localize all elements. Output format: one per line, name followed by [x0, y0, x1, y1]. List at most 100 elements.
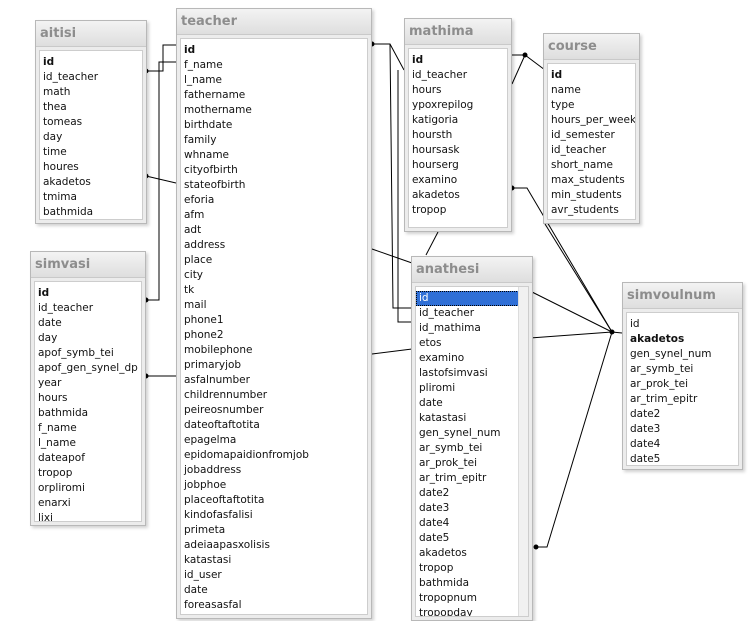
field-year[interactable]: year — [38, 377, 62, 389]
field-date[interactable]: date — [184, 584, 208, 596]
field-jobaddress[interactable]: jobaddress — [184, 464, 242, 476]
field-l_name[interactable]: l_name — [38, 437, 76, 449]
field-akadetos[interactable]: akadetos — [419, 547, 467, 559]
field-katigoria[interactable]: katigoria — [412, 114, 459, 126]
field-city[interactable]: city — [184, 269, 204, 281]
field-address[interactable]: address — [184, 239, 226, 251]
field-houres[interactable]: houres — [43, 161, 79, 173]
field-apof_symb_tei[interactable]: apof_symb_tei — [38, 347, 114, 359]
field-date5[interactable]: date5 — [630, 453, 661, 465]
table-title[interactable]: mathima — [405, 19, 511, 45]
field-bathmida[interactable]: bathmida — [43, 206, 94, 218]
field-apof_gen_synel_dp[interactable]: apof_gen_synel_dp — [38, 362, 138, 374]
field-lastofsimvasi[interactable]: lastofsimvasi — [419, 367, 488, 379]
field-id_teacher[interactable]: id_teacher — [38, 302, 94, 314]
field-date[interactable]: date — [38, 317, 62, 329]
field-jobphoe[interactable]: jobphoe — [184, 479, 227, 491]
field-ar_trim_epitr[interactable]: ar_trim_epitr — [419, 472, 487, 484]
field-max_students[interactable]: max_students — [551, 174, 625, 186]
field-examino[interactable]: examino — [412, 174, 458, 186]
field-id_teacher[interactable]: id_teacher — [419, 307, 475, 319]
vertical-scrollbar[interactable] — [518, 287, 528, 616]
field-asfalnumber[interactable]: asfalnumber — [184, 374, 250, 386]
table-title[interactable]: course — [544, 34, 639, 60]
field-adt[interactable]: adt — [184, 224, 202, 236]
field-akadetos[interactable]: akadetos — [43, 176, 91, 188]
field-time[interactable]: time — [43, 146, 67, 158]
field-date4[interactable]: date4 — [630, 438, 661, 450]
field-hours[interactable]: hours — [38, 392, 68, 404]
field-primeta[interactable]: primeta — [184, 524, 226, 536]
table-title[interactable]: aitisi — [36, 21, 146, 47]
field-peireosnumber[interactable]: peireosnumber — [184, 404, 264, 416]
field-katastasi[interactable]: katastasi — [419, 412, 467, 424]
field-eforia[interactable]: eforia — [184, 194, 215, 206]
field-enarxi[interactable]: enarxi — [38, 497, 71, 509]
field-mail[interactable]: mail — [184, 299, 207, 311]
field-katastasi[interactable]: katastasi — [184, 554, 232, 566]
field-afm[interactable]: afm — [184, 209, 205, 221]
field-tomeas[interactable]: tomeas — [43, 116, 83, 128]
field-akadetos[interactable]: akadetos — [630, 333, 685, 345]
field-whname[interactable]: whname — [184, 149, 230, 161]
field-hourserg[interactable]: hourserg — [412, 159, 459, 171]
field-avr_students[interactable]: avr_students — [551, 204, 619, 216]
field-lixi[interactable]: lixi — [38, 512, 53, 522]
field-stateofbirth[interactable]: stateofbirth — [184, 179, 246, 191]
field-placeoftaftotita[interactable]: placeoftaftotita — [184, 494, 265, 506]
field-short_name[interactable]: short_name — [551, 159, 614, 171]
field-adeiaapasxolisis[interactable]: adeiaapasxolisis — [184, 539, 270, 551]
field-math[interactable]: math — [43, 86, 71, 98]
field-cityofbirth[interactable]: cityofbirth — [184, 164, 238, 176]
field-date2[interactable]: date2 — [630, 408, 661, 420]
field-dateapof[interactable]: dateapof — [38, 452, 85, 464]
field-day[interactable]: day — [43, 131, 63, 143]
field-examino[interactable]: examino — [419, 352, 465, 364]
field-ypoxrepilog[interactable]: ypoxrepilog — [412, 99, 474, 111]
field-hoursth[interactable]: hoursth — [412, 129, 453, 141]
table-title[interactable]: teacher — [177, 9, 371, 35]
field-date3[interactable]: date3 — [419, 502, 450, 514]
field-gen_synel_num[interactable]: gen_synel_num — [630, 348, 712, 360]
field-bathmida[interactable]: bathmida — [419, 577, 470, 589]
field-kindofasfalisi[interactable]: kindofasfalisi — [184, 509, 253, 521]
field-tropop[interactable]: tropop — [38, 467, 73, 479]
field-f_name[interactable]: f_name — [184, 59, 223, 71]
field-date4[interactable]: date4 — [419, 517, 450, 529]
field-mothername[interactable]: mothername — [184, 104, 252, 116]
field-primaryjob[interactable]: primaryjob — [184, 359, 242, 371]
field-akadetos[interactable]: akadetos — [412, 189, 460, 201]
field-ar_trim_epitr[interactable]: ar_trim_epitr — [630, 393, 698, 405]
field-orpliromi[interactable]: orpliromi — [38, 482, 85, 494]
field-date2[interactable]: date2 — [419, 487, 450, 499]
field-tk[interactable]: tk — [184, 284, 195, 296]
field-id[interactable]: id — [416, 291, 523, 306]
field-phone2[interactable]: phone2 — [184, 329, 224, 341]
field-pliromi[interactable]: pliromi — [419, 382, 456, 394]
field-id_semester[interactable]: id_semester — [551, 129, 615, 141]
field-id[interactable]: id — [43, 56, 55, 68]
table-title[interactable]: anathesi — [412, 257, 532, 283]
field-id_teacher[interactable]: id_teacher — [43, 71, 99, 83]
field-thea[interactable]: thea — [43, 101, 67, 113]
field-bathmida[interactable]: bathmida — [38, 407, 89, 419]
field-hoursask[interactable]: hoursask — [412, 144, 460, 156]
field-id[interactable]: id — [630, 318, 640, 330]
table-title[interactable]: simvasi — [31, 252, 145, 278]
field-hours_per_week[interactable]: hours_per_week — [551, 114, 636, 126]
field-phone1[interactable]: phone1 — [184, 314, 224, 326]
field-type[interactable]: type — [551, 99, 575, 111]
field-tropop[interactable]: tropop — [412, 204, 447, 216]
field-tropop[interactable]: tropop — [419, 562, 454, 574]
field-ar_prok_tei[interactable]: ar_prok_tei — [419, 457, 478, 469]
field-l_name[interactable]: l_name — [184, 74, 222, 86]
field-tropopday[interactable]: tropopday — [419, 607, 473, 617]
field-dateoftaftotita[interactable]: dateoftaftotita — [184, 419, 260, 431]
field-mobilephone[interactable]: mobilephone — [184, 344, 253, 356]
